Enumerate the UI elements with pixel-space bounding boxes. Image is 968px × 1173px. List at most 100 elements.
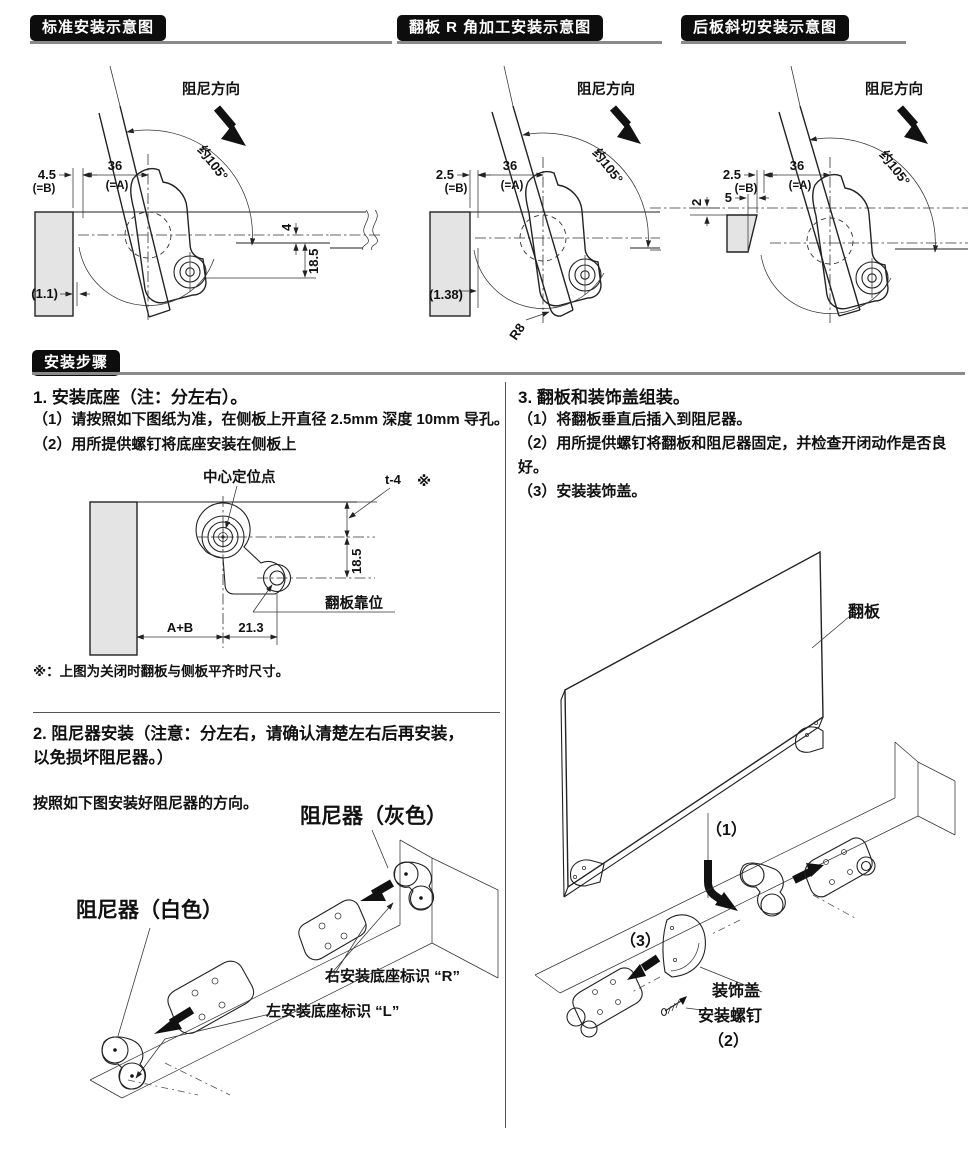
damping-direction-label: 阻尼方向 [865, 80, 923, 98]
bevel-back-panel [726, 214, 758, 253]
step2-caption: 按照如下图安装好阻尼器的方向。 [33, 795, 259, 812]
damper-white-label: 阻尼器（白色） [76, 899, 223, 922]
opening-angle-label: 约105° [877, 148, 913, 189]
flap-extension-line [109, 65, 121, 107]
dim-a-note: (=A) [501, 180, 524, 192]
dim-ab-label: A+B [167, 620, 193, 635]
opening-angle-label: 约105° [195, 143, 231, 184]
damping-direction-arrow [610, 105, 631, 128]
mounted-base-left [566, 967, 643, 1038]
flap-bottom-edge [838, 309, 861, 317]
leader-right-base [329, 902, 394, 976]
right-base-label: 右安装底座标识 “R” [325, 968, 461, 985]
left-column-divider [33, 712, 500, 713]
damper-gray-drawing [393, 861, 435, 911]
damper-unit-drawing [124, 167, 207, 304]
floating-damper [739, 862, 786, 917]
flap-notch-left [570, 859, 605, 887]
dim-185-label: 18.5 [349, 549, 364, 574]
leader-cover-label [699, 966, 763, 993]
damping-direction-label: 阻尼方向 [182, 80, 240, 98]
dim-b-value: 2.5 [723, 167, 741, 182]
insert-arrowhead-right [806, 863, 824, 877]
flap-rest-label: 翻板靠位 [325, 594, 383, 612]
dim-a-note: (=A) [106, 180, 129, 192]
side-panel-section [34, 211, 74, 317]
section-title-r-corner: 翻板 R 角加工安装示意图 [397, 15, 604, 41]
damping-direction-arrow [213, 105, 237, 130]
step3-line2b: 好。 [518, 459, 549, 476]
corner-radius-label: R8 [506, 320, 528, 342]
step1-line2: （2）用所提供螺钉将底座安装在侧板上 [33, 436, 297, 453]
insert-arrowhead-1 [715, 892, 738, 911]
dim-height-value: 18.5 [306, 249, 321, 274]
thickness-dim-label: t-4 [385, 472, 402, 487]
left-base-label: 左安装底座标识 “L” [266, 1003, 400, 1020]
guide-lines [127, 1062, 231, 1096]
flap-back-line [98, 112, 150, 318]
opening-angle-arc [126, 128, 256, 246]
damping-direction-arrowhead [617, 122, 641, 144]
step3-line2: （2）用所提供螺钉将翻板和阻尼器固定，并检查开闭动作是否良 [518, 435, 947, 452]
base-footprint-outline [195, 502, 286, 595]
dim-bevel-height: 2 [689, 199, 704, 206]
screw-label: 安装螺钉 [698, 1008, 763, 1025]
swing-arc [760, 254, 892, 314]
step2-title-line2: 以免损坏阻尼器。） [33, 749, 174, 767]
dim-a-value: 36 [790, 158, 804, 173]
cover-arrowhead [627, 964, 646, 980]
dim-b-note: (=B) [33, 183, 56, 195]
dim-a-value: 36 [108, 158, 122, 173]
right-base-plate [298, 899, 367, 961]
side-panel-section [429, 211, 471, 317]
insert-arrowhead-left [154, 1017, 182, 1034]
left-base-plate [167, 960, 255, 1035]
swing-arc [473, 249, 605, 309]
column-divider [505, 382, 506, 1128]
marker-1: （1） [706, 822, 747, 839]
dim-b-note: (=B) [445, 183, 468, 195]
cover-label: 装饰盖 [712, 983, 761, 1000]
opening-angle-arc [809, 136, 939, 253]
opening-angle-label: 约105° [590, 146, 626, 187]
leader-screw-label [685, 1007, 703, 1011]
dim-b-value: 2.5 [436, 167, 454, 182]
step3-line1: （1）将翻板垂直后插入到阻尼器。 [518, 411, 752, 428]
section-rule-bevel [681, 41, 906, 44]
opening-angle-arc [522, 131, 652, 248]
damping-direction-arrowhead [221, 124, 246, 146]
cover-arrow [640, 954, 661, 972]
marker-3: （3） [620, 933, 661, 950]
cover-drawing [662, 914, 706, 978]
section-title-standard: 标准安装示意图 [30, 15, 167, 41]
screw-icon [660, 996, 687, 1017]
marker-2: （2） [708, 1033, 749, 1050]
step1-line1: （1）请按照如下图纸为准，在侧板上开直径 2.5mm 深度 10mm 导孔。 [33, 411, 509, 428]
flap-front-line [119, 105, 171, 311]
dim-a-note: (=A) [789, 180, 812, 192]
section-rule-r-corner [397, 41, 662, 44]
step3-line3: （3）安装装饰盖。 [518, 483, 647, 500]
dim-pitch-label: 21.3 [238, 620, 263, 635]
flap-extension-line [503, 65, 514, 107]
diagram-flap-assembly [534, 550, 956, 1038]
damping-direction-arrow [897, 105, 918, 128]
flap-back-line [778, 111, 840, 317]
dim-b-note: (=B) [735, 183, 758, 195]
cabinet-strip-wall [894, 741, 956, 836]
flap-panel-face [564, 550, 824, 889]
shelf-break-stub [330, 211, 366, 249]
flap-extension-line [790, 65, 801, 107]
side-panel-strip [89, 501, 138, 656]
flap-panel-thickness [560, 689, 824, 898]
damper-white-drawing [101, 1036, 147, 1090]
cabinet-board-edges [89, 924, 433, 1099]
flap-label: 翻板 [848, 604, 881, 621]
step3-title: 3. 翻板和装饰盖组装。 [518, 388, 690, 407]
section-title-bevel: 后板斜切安装示意图 [681, 15, 850, 41]
flap-bottom-edge [148, 309, 171, 318]
section-rule-steps [32, 372, 965, 375]
step1-note: ※：上图为关闭时翻板与侧板平齐时尺寸。 [33, 664, 290, 679]
dim-a-value: 36 [503, 158, 517, 173]
diagram-bevel-install: 阻尼方向 约105° 2 5 2.5 (=B) 36 (=A) [650, 65, 968, 323]
